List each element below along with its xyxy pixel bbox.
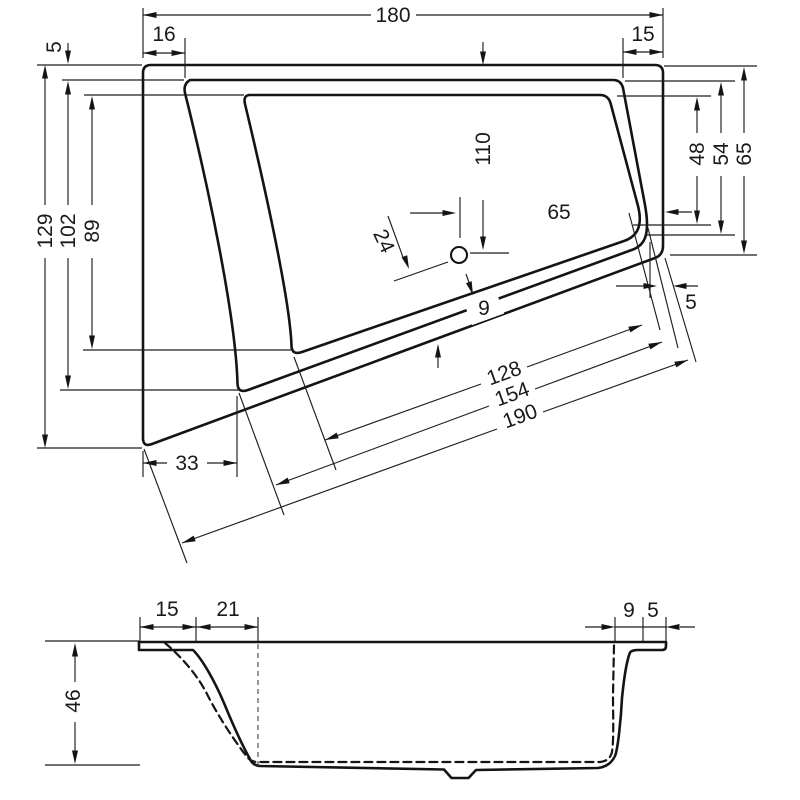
dim-right-total: 65 [733, 142, 756, 165]
dim-right-basin: 48 [686, 142, 709, 165]
dim-drain-from-right: 65 [547, 201, 570, 224]
dim-section-rim: 15 [155, 598, 178, 621]
dim-depth-total: 129 [34, 213, 57, 248]
tub-rim-contour [183, 78, 649, 393]
plan-dimension-lines [37, 8, 757, 564]
dim-depth-basin: 89 [81, 219, 104, 242]
dim-right-mid: 54 [710, 142, 733, 166]
dim-section-wall-inner: 9 [623, 599, 635, 622]
section-view: 15 21 46 9 5 [45, 598, 695, 780]
dim-rim-right: 15 [631, 23, 654, 46]
dim-section-slope: 21 [216, 598, 239, 621]
dim-depth-mid: 102 [57, 213, 80, 248]
label-gap-mask [463, 290, 505, 326]
dim-offset-bottom-left: 33 [175, 452, 198, 475]
drain-icon [449, 245, 469, 265]
plan-view: 180 16 15 5 129 102 89 110 65 24 9 33 12… [34, 4, 757, 564]
section-dimension-arrows [72, 624, 680, 764]
dim-wall-gap: 9 [478, 297, 490, 320]
dim-section-wall-rim: 5 [647, 599, 659, 622]
section-dimension-labels: 15 21 46 9 5 [62, 598, 659, 713]
tub-basin-contour [243, 93, 642, 355]
dim-width-total: 180 [375, 4, 410, 27]
dim-drain-from-top: 110 [472, 132, 495, 165]
dim-section-depth: 46 [62, 689, 85, 712]
dim-corner-gap: 5 [685, 291, 697, 314]
section-profile [137, 640, 668, 780]
section-dimension-lines [45, 617, 695, 768]
dim-rim-left: 16 [152, 23, 175, 46]
dim-rim-gap: 5 [43, 41, 66, 53]
